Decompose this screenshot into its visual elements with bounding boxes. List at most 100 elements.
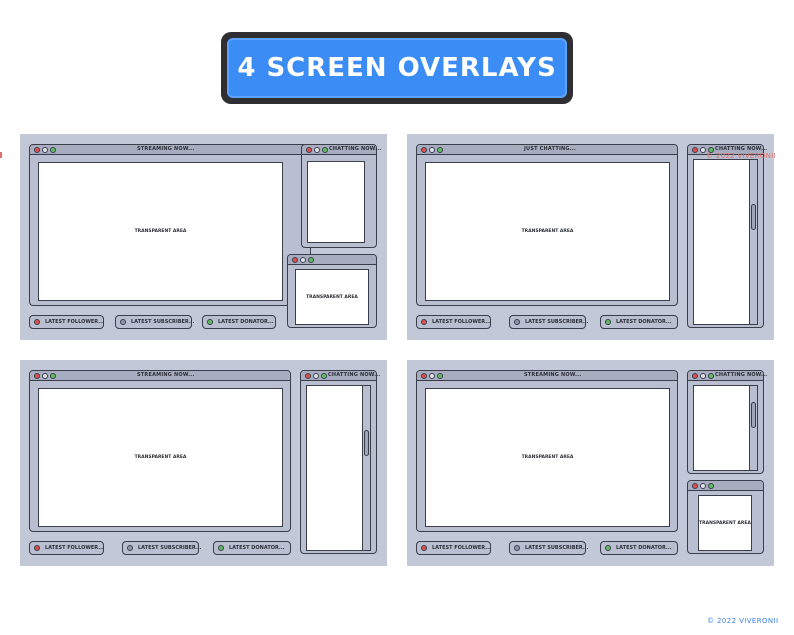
close-dot-icon[interactable] xyxy=(421,373,427,379)
close-dot-icon[interactable] xyxy=(692,483,698,489)
watermark: © 2022 VIVERONII xyxy=(706,152,776,160)
window-title: STREAMING NOW... xyxy=(137,372,195,378)
minimize-dot-icon[interactable] xyxy=(314,147,320,153)
maximize-dot-icon[interactable] xyxy=(321,373,327,379)
window-titlebar: CHATTING NOW... xyxy=(302,145,381,155)
chat-area xyxy=(693,159,758,325)
chat-window: CHATTING NOW... xyxy=(687,144,767,328)
scrollbar-thumb-icon[interactable] xyxy=(751,204,756,230)
latest-donator-pill[interactable]: LATEST DONATOR... xyxy=(213,541,291,555)
scrollbar[interactable] xyxy=(749,160,757,324)
subscriber-dot-icon xyxy=(120,319,126,325)
window-title: CHATTING NOW... xyxy=(715,146,768,152)
latest-follower-pill[interactable]: LATEST FOLLOWER... xyxy=(29,541,104,555)
close-dot-icon[interactable] xyxy=(692,147,698,153)
window-title: CHATTING NOW... xyxy=(715,372,768,378)
overlay-4: STREAMING NOW... TRANSPARENT AREA CHATTI… xyxy=(407,360,774,566)
maximize-dot-icon[interactable] xyxy=(50,147,56,153)
maximize-dot-icon[interactable] xyxy=(708,147,714,153)
camera-window: TRANSPARENT AREA xyxy=(687,480,764,554)
follower-dot-icon xyxy=(34,319,40,325)
scrollbar[interactable] xyxy=(362,386,370,550)
follower-dot-icon xyxy=(34,545,40,551)
main-window: JUST CHATTING... TRANSPARENT AREA xyxy=(416,144,678,306)
maximize-dot-icon[interactable] xyxy=(437,373,443,379)
subscriber-dot-icon xyxy=(514,545,520,551)
subscriber-dot-icon xyxy=(514,319,520,325)
window-title: STREAMING NOW... xyxy=(524,372,582,378)
window-titlebar: CHATTING NOW... xyxy=(301,371,380,381)
transparent-area: TRANSPARENT AREA xyxy=(295,269,369,325)
minimize-dot-icon[interactable] xyxy=(700,147,706,153)
close-dot-icon[interactable] xyxy=(421,147,427,153)
close-dot-icon[interactable] xyxy=(306,147,312,153)
minimize-dot-icon[interactable] xyxy=(429,373,435,379)
window-titlebar: CHATTING NOW... xyxy=(688,371,767,381)
donator-dot-icon xyxy=(605,319,611,325)
transparent-area-label: TRANSPARENT AREA xyxy=(306,294,358,300)
window-titlebar: STREAMING NOW... xyxy=(30,145,310,155)
transparent-area: TRANSPARENT AREA xyxy=(38,162,283,301)
transparent-area-label: TRANSPARENT AREA xyxy=(521,229,574,234)
transparent-area-label: TRANSPARENT AREA xyxy=(699,520,751,526)
minimize-dot-icon[interactable] xyxy=(429,147,435,153)
maximize-dot-icon[interactable] xyxy=(322,147,328,153)
overlay-1: STREAMING NOW... TRANSPARENT AREA CHATTI… xyxy=(20,134,387,340)
latest-follower-pill[interactable]: LATEST FOLLOWER... xyxy=(416,315,491,329)
latest-subscriber-pill[interactable]: LATEST SUBSCRIBER... xyxy=(122,541,202,555)
camera-window: TRANSPARENT AREA xyxy=(287,254,377,328)
chat-window: CHATTING NOW... xyxy=(687,370,767,474)
chat-area xyxy=(693,385,758,471)
maximize-dot-icon[interactable] xyxy=(308,257,314,263)
title-inner: 4 SCREEN OVERLAYS xyxy=(227,38,567,98)
window-title: CHATTING NOW... xyxy=(328,372,381,378)
close-dot-icon[interactable] xyxy=(34,147,40,153)
window-title: STREAMING NOW... xyxy=(137,146,195,152)
donator-dot-icon xyxy=(207,319,213,325)
window-title: CHATTING NOW... xyxy=(329,146,382,152)
latest-follower-pill[interactable]: LATEST FOLLOWER... xyxy=(29,315,104,329)
follower-dot-icon xyxy=(421,319,427,325)
transparent-area-label: TRANSPARENT AREA xyxy=(134,229,187,234)
maximize-dot-icon[interactable] xyxy=(437,147,443,153)
minimize-dot-icon[interactable] xyxy=(313,373,319,379)
maximize-dot-icon[interactable] xyxy=(50,373,56,379)
main-window: STREAMING NOW... TRANSPARENT AREA xyxy=(29,370,291,532)
minimize-dot-icon[interactable] xyxy=(700,373,706,379)
minimize-dot-icon[interactable] xyxy=(700,483,706,489)
maximize-dot-icon[interactable] xyxy=(708,373,714,379)
latest-follower-pill[interactable]: LATEST FOLLOWER... xyxy=(416,541,491,555)
latest-donator-pill[interactable]: LATEST DONATOR... xyxy=(600,541,678,555)
minimize-dot-icon[interactable] xyxy=(42,373,48,379)
window-titlebar: JUST CHATTING... xyxy=(417,145,677,155)
window-title: JUST CHATTING... xyxy=(524,146,576,152)
donator-dot-icon xyxy=(218,545,224,551)
transparent-area-label: TRANSPARENT AREA xyxy=(134,455,187,460)
window-titlebar xyxy=(288,255,376,265)
close-dot-icon[interactable] xyxy=(292,257,298,263)
minimize-dot-icon[interactable] xyxy=(300,257,306,263)
transparent-area: TRANSPARENT AREA xyxy=(425,388,670,527)
scrollbar-thumb-icon[interactable] xyxy=(364,430,369,456)
scrollbar[interactable] xyxy=(749,386,757,470)
minimize-dot-icon[interactable] xyxy=(42,147,48,153)
transparent-area: TRANSPARENT AREA xyxy=(425,162,670,301)
latest-subscriber-pill[interactable]: LATEST SUBSCRIBER... xyxy=(509,315,589,329)
scrollbar-thumb-icon[interactable] xyxy=(751,402,756,428)
latest-donator-pill[interactable]: LATEST DONATOR... xyxy=(600,315,678,329)
chat-window: CHATTING NOW... xyxy=(301,144,381,248)
main-window: STREAMING NOW... TRANSPARENT AREA xyxy=(29,144,311,306)
transparent-area: TRANSPARENT AREA xyxy=(698,495,752,551)
close-dot-icon[interactable] xyxy=(692,373,698,379)
chat-window: CHATTING NOW... xyxy=(300,370,380,554)
edge-mark xyxy=(0,152,2,158)
chat-area xyxy=(306,385,371,551)
latest-donator-pill[interactable]: LATEST DONATOR... xyxy=(202,315,276,329)
close-dot-icon[interactable] xyxy=(305,373,311,379)
window-titlebar: CHATTING NOW... xyxy=(688,145,767,155)
latest-subscriber-pill[interactable]: LATEST SUBSCRIBER... xyxy=(115,315,195,329)
maximize-dot-icon[interactable] xyxy=(708,483,714,489)
close-dot-icon[interactable] xyxy=(34,373,40,379)
latest-subscriber-pill[interactable]: LATEST SUBSCRIBER... xyxy=(509,541,589,555)
main-window: STREAMING NOW... TRANSPARENT AREA xyxy=(416,370,678,532)
